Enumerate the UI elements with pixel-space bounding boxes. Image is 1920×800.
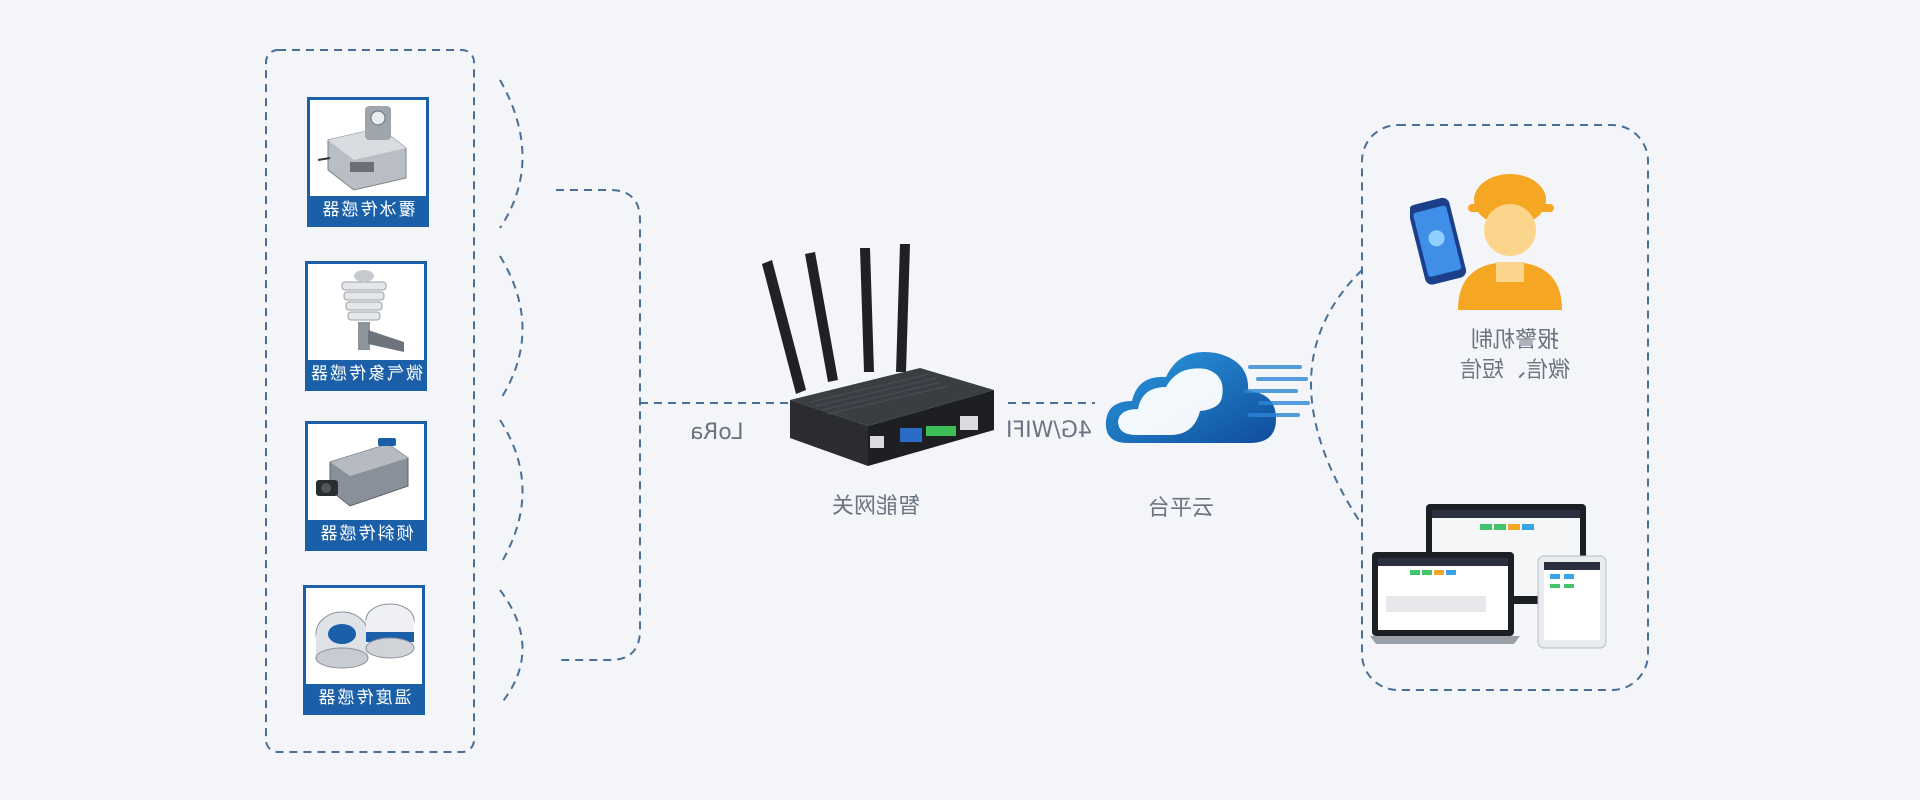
alarm-line-2: 微信、短信 — [1459, 358, 1570, 383]
tilt-sensor-icon — [308, 424, 424, 520]
sensor-card-ice: 覆冰传感器 — [307, 97, 429, 227]
gateway-icon — [762, 244, 994, 466]
ice-sensor-icon — [310, 100, 426, 196]
devices-icon — [1370, 504, 1607, 649]
alarm-text: 报警机制 微信、短信 — [1440, 326, 1590, 386]
cloud-icon — [1105, 352, 1310, 443]
sensor-label-tilt: 倾斜传感器 — [308, 520, 424, 548]
worker-icon — [1410, 174, 1562, 310]
sensor-label-weather: 微气象传感器 — [308, 360, 424, 388]
sensor-label-ice: 覆冰传感器 — [310, 196, 426, 224]
temperature-sensor-icon — [306, 588, 422, 684]
cloud-label: 云平台 — [1148, 496, 1215, 521]
sensor-card-weather: 微气象传感器 — [305, 261, 427, 391]
sensor-card-tilt: 倾斜传感器 — [305, 421, 427, 551]
sensor-card-temperature: 温度传感器 — [303, 585, 425, 715]
weather-sensor-icon — [308, 264, 424, 360]
lora-label: LoRa — [690, 420, 744, 445]
network-label: 4G/WIFI — [1006, 418, 1092, 443]
gateway-label: 智能网关 — [832, 494, 921, 519]
alarm-line-1: 报警机制 — [1470, 328, 1559, 353]
sensor-label-temperature: 温度传感器 — [306, 684, 422, 712]
